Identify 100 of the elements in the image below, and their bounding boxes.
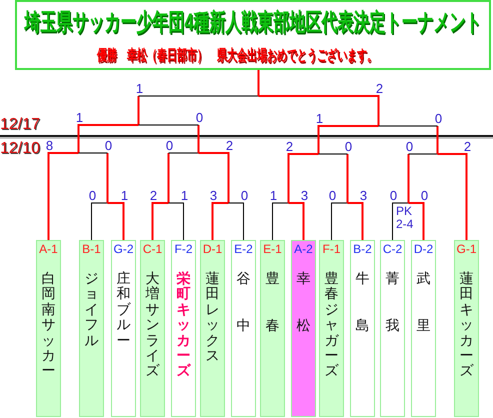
score: 1 [136,82,144,95]
bracket-line [106,153,108,203]
team-card [171,240,196,417]
team-name: 蓮田レックス [206,271,220,364]
bracket-line [168,152,199,154]
team-card [350,240,375,417]
score: 8 [46,139,54,152]
score: 0 [104,139,112,152]
bracket-line [198,125,200,153]
team-name: 豊春 [266,269,280,335]
score: 2 [150,189,158,202]
team-name: 栄町キッカーズ [176,271,190,379]
team-card [231,240,256,417]
bracket-line [288,202,304,240]
score: 0 [434,112,442,125]
team-name: 白岡南サッカー [42,271,56,379]
bracket-line [212,202,228,240]
bracket-line [78,152,108,154]
bracket-line [346,154,348,203]
title-banner [15,0,491,70]
score: 3 [210,189,218,202]
team-name: 大増サンライズ [146,271,160,379]
group-code: E-2 [234,243,253,256]
team-name: 菁我 [386,269,400,335]
group-code: G-1 [456,243,476,256]
score: 2 [286,140,294,153]
bracket-line [438,153,468,240]
score: 0 [344,140,352,153]
group-code: G-2 [114,243,134,256]
group-code: B-2 [353,243,372,256]
subtitle-text: 優勝 幸松（春日部市） 県大会出場おめでとうございます。 [97,48,377,66]
group-code: F-1 [322,243,340,256]
bracket-line [392,202,409,240]
team-card [260,240,285,417]
group-code: C-2 [382,243,402,256]
bracket-line [108,202,124,240]
score: 1 [316,112,324,125]
bracket-line [436,126,438,154]
team-name: 幸松 [296,269,310,335]
team-card [140,240,165,417]
team-name: ジョイフル [84,271,98,348]
bracket-line [258,95,380,126]
bracket-line [138,124,199,126]
group-code: D-2 [414,243,434,256]
title-text: 埼玉県サッカー少年団4種新人戦東部地区代表決定トーナメント [24,10,482,38]
team-card [36,240,61,417]
group-code: A-2 [294,243,313,256]
score: 3 [300,189,308,202]
bracket-line [168,153,170,203]
team-card [380,240,405,417]
bracket-line [408,154,410,203]
group-code: C-1 [142,243,162,256]
bracket-line [288,153,318,203]
score: 2 [376,82,384,95]
bracket-line [168,202,184,240]
score: 1 [120,189,128,202]
score: 0 [390,189,398,202]
team-name: 牛島 [356,269,370,335]
team-name: 蓮田キッカーズ [460,271,474,379]
team-card [319,240,344,417]
score: 0 [420,189,428,202]
score: 1 [76,111,84,124]
team-card [79,240,104,417]
team-card [291,240,316,417]
score: 0 [328,189,336,202]
score: 1 [270,189,278,202]
team-name: 豊春ジャガーズ [324,271,338,379]
group-code: A-1 [39,243,58,256]
bracket-line [198,152,230,203]
score: 0 [196,111,204,124]
score: 1 [180,189,188,202]
team-card [111,240,136,417]
penalty-score: PK 2-4 [396,205,414,231]
score: 0 [88,189,96,202]
score: 3 [360,189,368,202]
date-label: 12/10 [0,141,40,157]
bracket-line [152,202,168,240]
team-name: 武里 [416,269,430,335]
team-card [454,240,479,417]
score: 2 [226,139,234,152]
score: 0 [240,189,248,202]
score: 0 [166,139,174,152]
team-card [411,240,436,417]
team-card [200,240,225,417]
group-code: B-1 [82,243,101,256]
bracket-line [408,202,424,240]
group-code: F-2 [174,243,192,256]
team-name: 庄和ブルー [116,271,130,348]
bracket-line [228,202,244,240]
group-code: D-1 [202,243,222,256]
bracket-line [272,202,289,240]
bracket-line [348,202,364,240]
bracket-line [91,202,108,240]
score: 2 [464,140,472,153]
score: 0 [406,140,414,153]
group-code: E-1 [263,243,282,256]
date-label: 12/17 [0,117,40,133]
bracket-line [318,125,378,154]
team-name: 谷中 [236,269,250,335]
bracket-line [331,202,348,240]
